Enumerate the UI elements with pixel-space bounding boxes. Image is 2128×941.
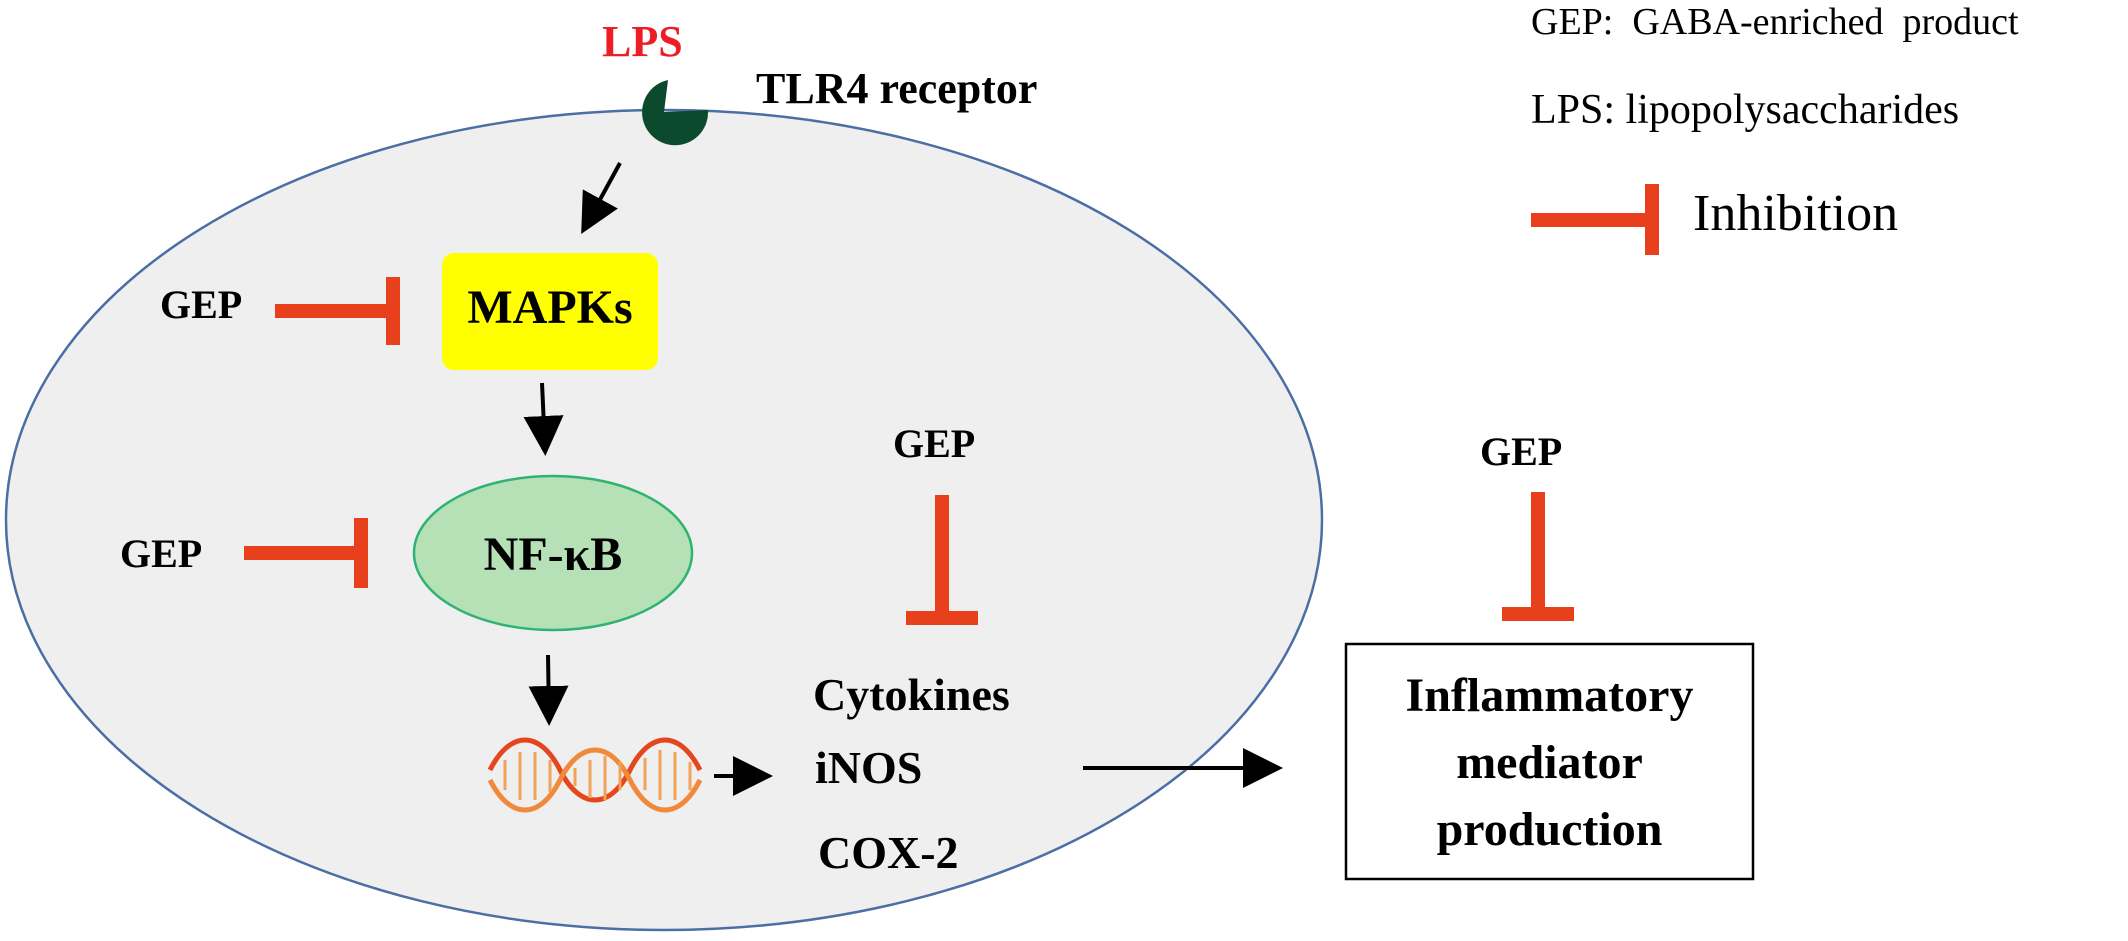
outcome-label-line2: mediator: [1456, 736, 1643, 789]
outcome-label-line3: production: [1436, 803, 1663, 856]
inhibition-mapks: [275, 277, 400, 345]
gep-label-cytokines: GEP: [893, 421, 976, 466]
nfkb-ellipse: [412, 474, 694, 632]
gep-label-nfkb: GEP: [120, 531, 203, 576]
outcome-box: [1344, 642, 1755, 881]
nfkb-label: NF-κB: [483, 528, 623, 581]
arrow-receptor-to-mapks: [581, 162, 622, 235]
gep-label-mapks: GEP: [160, 282, 243, 327]
legend-lps-definition: LPS: lipopolysaccharides: [1531, 87, 1960, 133]
inhibition-cytokines: [906, 495, 978, 625]
arrow-mapks-to-nfkb: [523, 382, 564, 456]
cytokines-label: Cytokines: [813, 669, 1010, 720]
arrow-nfkb-to-dna: [528, 654, 569, 726]
legend-inhibition-symbol: [1531, 184, 1659, 255]
legend-inhibition-label: Inhibition: [1693, 185, 1899, 242]
mapks-box: [442, 253, 658, 370]
inhibition-outcome: [1502, 492, 1574, 621]
dna-icon: [487, 737, 703, 813]
tlr4-receptor-icon: [642, 80, 709, 146]
inhibition-nfkb: [244, 518, 368, 588]
cox2-label: COX-2: [818, 827, 959, 878]
outcome-label-line1: Inflammatory: [1405, 669, 1694, 722]
gep-label-outcome: GEP: [1480, 429, 1563, 474]
lps-label: LPS: [602, 17, 683, 66]
inos-label: iNOS: [815, 742, 923, 793]
legend-gep-definition: GEP: GABA-enriched product: [1531, 1, 2019, 43]
receptor-label: TLR4 receptor: [756, 64, 1038, 113]
mapks-label: MAPKs: [467, 281, 633, 334]
